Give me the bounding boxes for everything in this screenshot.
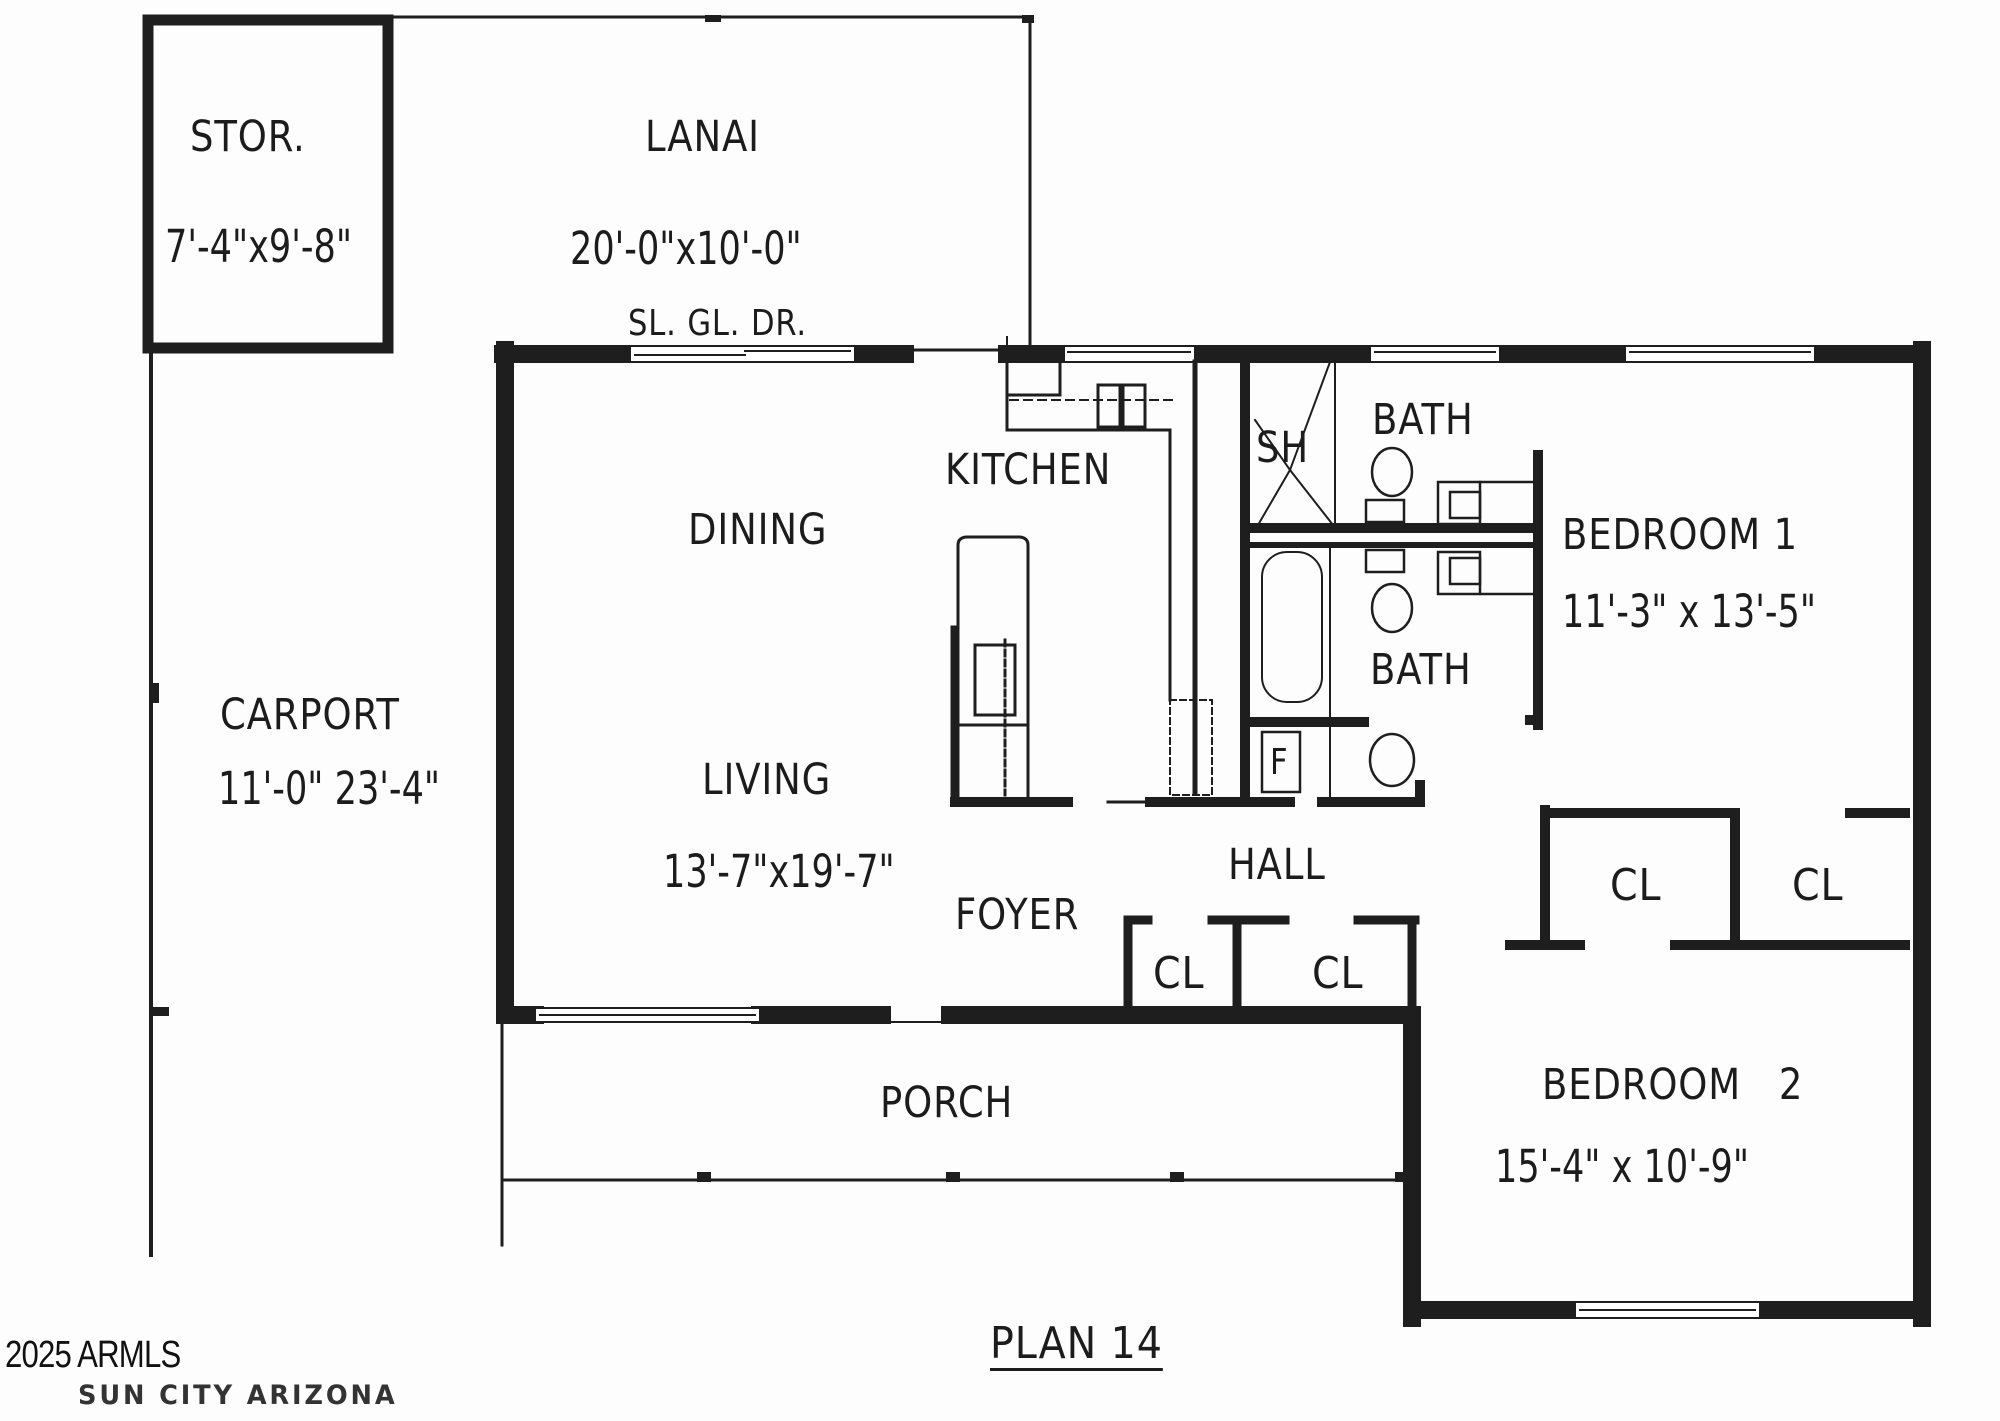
storage-dimensions: 7'-4"x9'-8" xyxy=(165,220,353,273)
bedroom-1-label: BEDROOM 1 xyxy=(1562,510,1799,560)
dining-label: DINING xyxy=(688,505,828,555)
closet-label: CL xyxy=(1792,860,1844,911)
hall-closets xyxy=(1123,915,1420,1020)
bedroom-2-dimensions: 15'-4" x 10'-9" xyxy=(1495,1140,1749,1193)
shower-label: SH xyxy=(1256,423,1310,473)
porch-outline xyxy=(500,1013,1407,1247)
exterior-walls xyxy=(494,341,1931,1327)
kitchen-counters xyxy=(950,359,1213,805)
bathtub xyxy=(1261,551,1323,703)
windows xyxy=(534,345,1816,1319)
bath-2-label: BATH xyxy=(1370,645,1472,695)
bath-walls xyxy=(1240,350,1543,807)
furnace-label: F xyxy=(1270,742,1289,783)
bedroom-1-dimensions: 11'-3" x 13'-5" xyxy=(1562,585,1816,638)
living-dimensions: 13'-7"x19'-7" xyxy=(663,845,895,898)
closet-label: CL xyxy=(1153,948,1205,999)
lanai-label: LANAI xyxy=(645,112,760,162)
carport-dimensions: 11'-0" 23'-4" xyxy=(218,762,441,815)
storage-label: STOR. xyxy=(190,112,306,162)
lanai-dimensions: 20'-0"x10'-0" xyxy=(570,222,802,275)
foyer-label: FOYER xyxy=(955,890,1080,940)
plan-title: PLAN 14 xyxy=(990,1318,1163,1369)
copyright-watermark: 2025 ARMLS xyxy=(5,1334,181,1376)
fixtures xyxy=(1260,446,1537,794)
lanai-outline xyxy=(391,15,1032,347)
porch-label: PORCH xyxy=(880,1078,1014,1128)
closet-label: CL xyxy=(1312,948,1364,999)
kitchen-label: KITCHEN xyxy=(945,445,1112,495)
closet-label: CL xyxy=(1610,860,1662,911)
sliding-door-label: SL. GL. DR. xyxy=(628,303,807,344)
hall-label: HALL xyxy=(1228,840,1326,890)
storage-walls xyxy=(142,14,394,354)
bedroom-2-label: BEDROOM 2 xyxy=(1542,1060,1804,1110)
shower xyxy=(1253,360,1336,527)
carport-label: CARPORT xyxy=(220,690,400,740)
bath-1-label: BATH xyxy=(1372,395,1474,445)
bedroom-closets xyxy=(1505,805,1910,950)
location-subtitle: SUN CITY ARIZONA xyxy=(78,1380,398,1411)
living-label: LIVING xyxy=(702,755,832,805)
porch-posts xyxy=(697,1172,1407,1182)
